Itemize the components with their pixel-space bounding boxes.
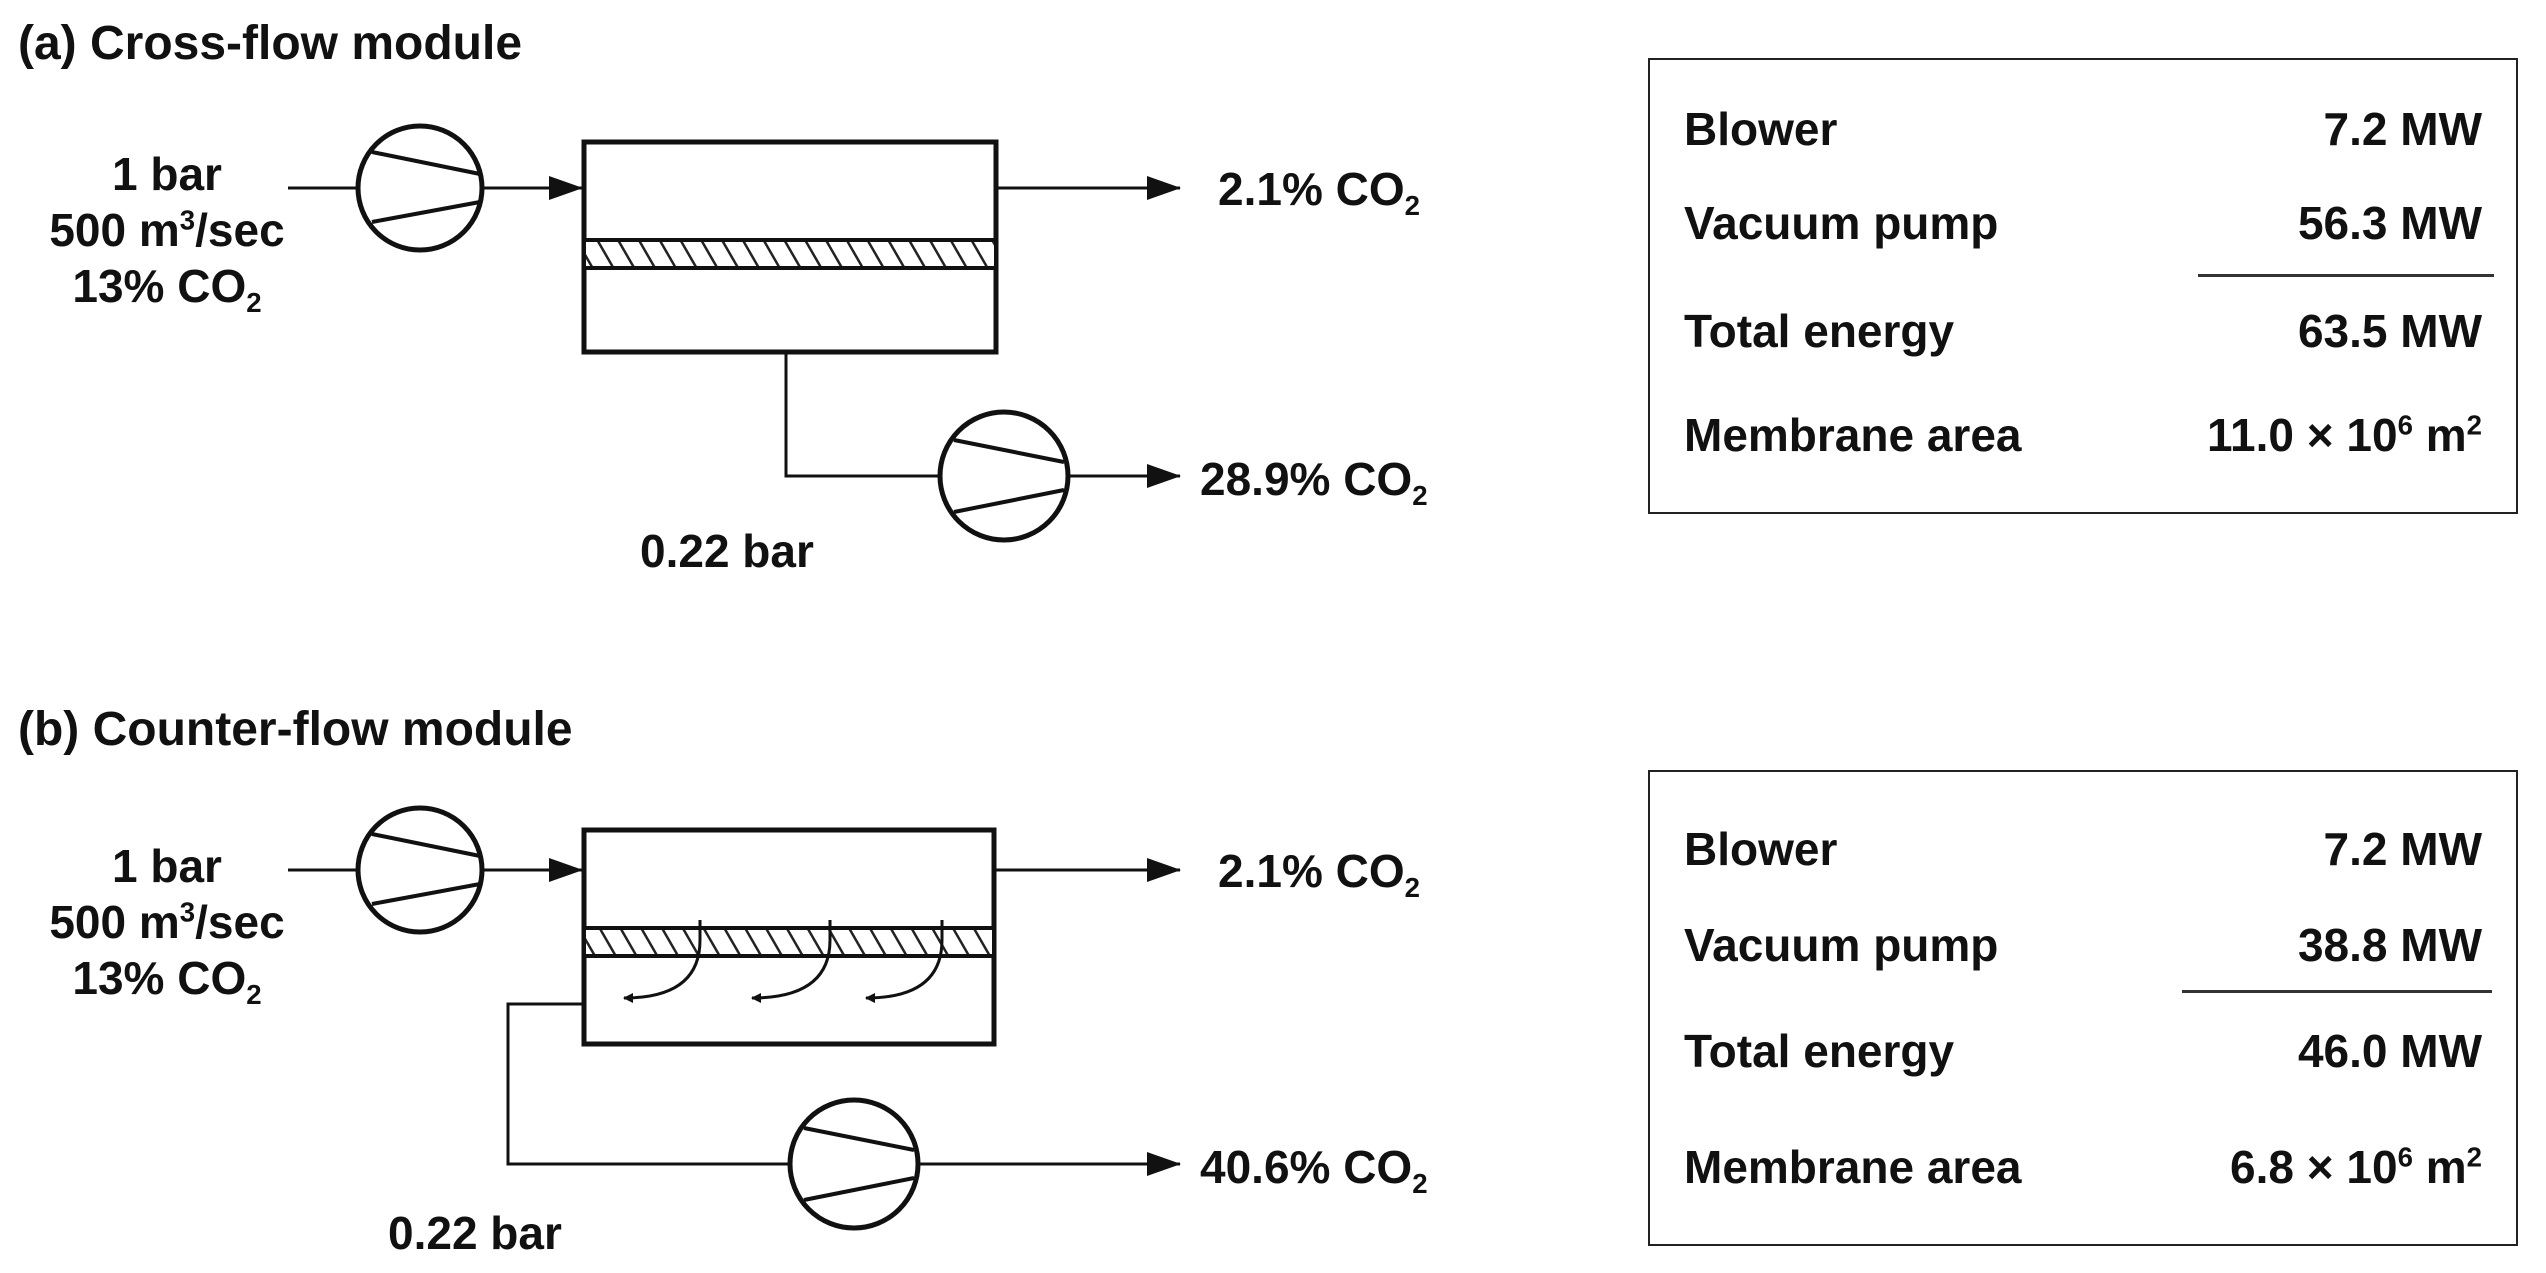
panel-a-title: (a) Cross-flow module [18,17,523,70]
permeate-value-a: 28.9% CO [1200,453,1413,505]
area-mantissa-a: 11.0 × 10 [2207,409,2398,461]
blower-label-b: Blower [1684,823,1838,875]
inlet-flow-value-a: 500 m [49,204,180,257]
area-unit-b: m [2412,1141,2467,1193]
inlet-conditions-b: 1 bar 500 m3/sec 13% CO2 [22,838,312,1009]
area-value-a: 11.0 × 106 m2 [2207,409,2482,461]
retentate-sub-b: 2 [1404,872,1420,904]
inlet-co2-value-b: 13% CO [72,952,247,1005]
permeate-line-a [784,352,940,478]
inlet-conditions-a: 1 bar 500 m3/sec 13% CO2 [22,146,312,317]
permeate-value-b: 40.6% CO [1200,1141,1413,1193]
blower-label-a: Blower [1684,103,1838,155]
inlet-co2-b: 13% CO2 [22,950,312,1008]
area-label-b: Membrane area [1684,1141,2022,1193]
permeate-line-b [506,1002,790,1166]
retentate-label-b: 2.1% CO2 [1218,845,1420,901]
vacuum-pressure-b: 0.22 bar [388,1207,562,1259]
retentate-value-a: 2.1% CO [1218,163,1405,215]
panel-b-title: (b) Counter-flow module [18,703,573,756]
area-exp-b: 6 [2397,1141,2413,1173]
area-value-b: 6.8 × 106 m2 [2230,1141,2482,1193]
counter-flow-arrows [623,920,944,1003]
permeate-label-b: 40.6% CO2 [1200,1141,1428,1197]
inlet-pressure-b: 1 bar [112,840,222,892]
membrane-layer-a [582,238,998,270]
total-label-a: Total energy [1684,305,1955,357]
inlet-flow-unit-b: /sec [195,896,285,949]
retentate-value-b: 2.1% CO [1218,845,1405,897]
inlet-co2-value-a: 13% CO [72,260,247,313]
inlet-flow-unit-a: /sec [195,204,285,257]
area-unit-sup-b: 2 [2466,1141,2482,1173]
energy-table-b: Blower 7.2 MW Vacuum pump 38.8 MW Total … [1648,770,2518,1246]
area-unit-sup-a: 2 [2466,409,2482,441]
retentate-sub-a: 2 [1404,190,1420,222]
inlet-flow-a: 500 m3/sec [22,202,312,258]
inlet-flow-sup-b: 3 [179,896,196,928]
blower-icon-a [355,123,485,253]
area-exp-a: 6 [2397,409,2413,441]
permeate-sub-b: 2 [1412,1168,1428,1200]
panel-b-diagram [288,805,1181,1231]
inlet-co2-sub-a: 2 [246,287,262,319]
total-label-b: Total energy [1684,1025,1955,1077]
vacuum-label-b: Vacuum pump [1684,919,1999,971]
energy-table-a: Blower 7.2 MW Vacuum pump 56.3 MW Total … [1648,58,2518,514]
sum-rule-b [2182,990,2492,993]
blower-value-a: 7.2 MW [2323,103,2482,155]
vacuum-pump-icon-b [787,1097,921,1231]
vacuum-pump-icon-a [937,409,1071,543]
inlet-pressure-a: 1 bar [112,148,222,200]
inlet-co2-sub-b: 2 [246,979,262,1011]
vacuum-value-a: 56.3 MW [2297,197,2482,249]
inlet-flow-value-b: 500 m [49,896,180,949]
vacuum-label-a: Vacuum pump [1684,197,1999,249]
inlet-flow-b: 500 m3/sec [22,894,312,950]
area-mantissa-b: 6.8 × 10 [2230,1141,2398,1193]
vacuum-value-b: 38.8 MW [2297,919,2482,971]
blower-icon-b [355,805,485,935]
total-value-b: 46.0 MW [2297,1025,2482,1077]
inlet-co2-a: 13% CO2 [22,258,312,316]
panel-a-diagram [288,123,1181,543]
sum-rule-a [2198,274,2494,277]
vacuum-pressure-a: 0.22 bar [640,525,814,577]
membrane-layer-b [582,926,996,958]
area-unit-a: m [2412,409,2467,461]
area-label-a: Membrane area [1684,409,2022,461]
permeate-sub-a: 2 [1412,480,1428,512]
permeate-label-a: 28.9% CO2 [1200,453,1428,509]
blower-value-b: 7.2 MW [2323,823,2482,875]
total-value-a: 63.5 MW [2297,305,2482,357]
retentate-label-a: 2.1% CO2 [1218,163,1420,219]
inlet-flow-sup-a: 3 [179,204,196,236]
